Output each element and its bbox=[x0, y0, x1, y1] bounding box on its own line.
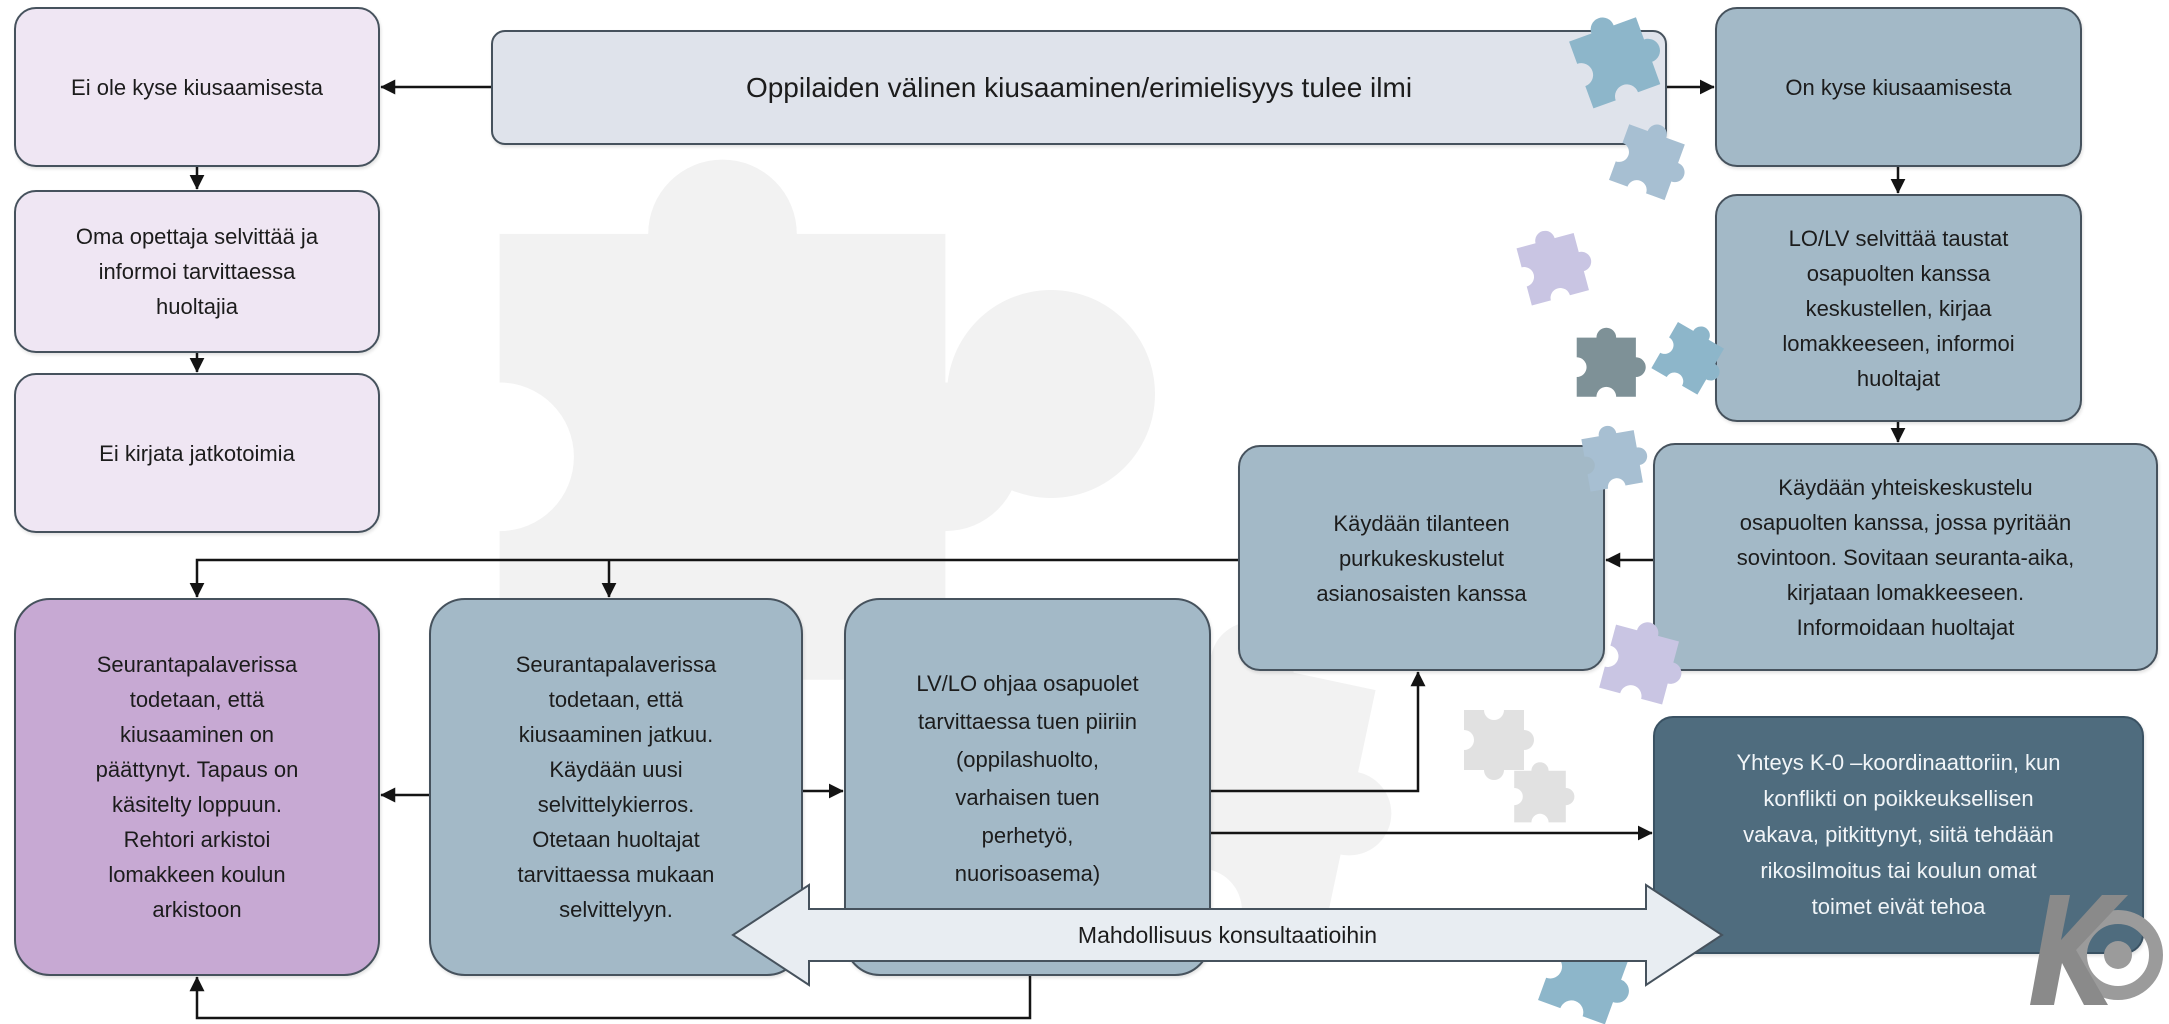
puzzle-piece-icon bbox=[1514, 762, 1575, 823]
box-text: Oma opettaja selvittää ja informoi tarvi… bbox=[75, 224, 319, 319]
box-k0-coordinator: Yhteys K-0 –koordinaattoriin, kun konfli… bbox=[1653, 716, 2144, 954]
consultation-label: Mahdollisuus konsultaatioihin bbox=[1077, 921, 1378, 948]
box-lo-lv-investigates: LO/LV selvittää taustat osapuolten kanss… bbox=[1715, 194, 2082, 422]
box-text: On kyse kiusaamisesta bbox=[1785, 74, 2012, 100]
box-joint-discussion: Käydään yhteiskeskustelu osapuolten kans… bbox=[1653, 443, 2158, 671]
box-text: Oppilaiden välinen kiusaaminen/erimielis… bbox=[745, 71, 1413, 103]
box-follow-up-ended: Seurantapalaverissa todetaan, että kiusa… bbox=[14, 598, 380, 976]
puzzle-piece-icon bbox=[1576, 327, 1646, 397]
box-text: Ei kirjata jatkotoimia bbox=[99, 440, 295, 466]
box-no-follow-up: Ei kirjata jatkotoimia bbox=[14, 373, 380, 533]
box-text: Yhteys K-0 –koordinaattoriin, kun konfli… bbox=[1736, 750, 2061, 919]
box-text: Käydään tilanteen purkukeskustelut asian… bbox=[1316, 510, 1527, 606]
box-debrief-discussions: Käydään tilanteen purkukeskustelut asian… bbox=[1238, 445, 1605, 671]
box-follow-up-continues: Seurantapalaverissa todetaan, että kiusa… bbox=[429, 598, 803, 976]
box-is-bullying: On kyse kiusaamisesta bbox=[1715, 7, 2082, 167]
box-text: LV/LO ohjaa osapuolet tarvittaessa tuen … bbox=[916, 671, 1139, 886]
box-text: Ei ole kyse kiusaamisesta bbox=[71, 74, 323, 100]
box-text: Seurantapalaverissa todetaan, että kiusa… bbox=[95, 652, 299, 922]
watermark-silhouette bbox=[947, 290, 1155, 498]
box-text: Käydään yhteiskeskustelu osapuolten kans… bbox=[1736, 474, 2075, 640]
box-text: LO/LV selvittää taustat osapuolten kanss… bbox=[1782, 225, 2015, 391]
arrow-support-to-debrief bbox=[1211, 671, 1426, 793]
box-not-bullying: Ei ole kyse kiusaamisesta bbox=[14, 7, 380, 167]
puzzle-piece-icon bbox=[1464, 710, 1534, 780]
box-teacher-investigates: Oma opettaja selvittää ja informoi tarvi… bbox=[14, 190, 380, 353]
puzzle-piece-icon bbox=[1513, 220, 1599, 306]
arrow-support-to-ended bbox=[189, 976, 1032, 1020]
box-start: Oppilaiden välinen kiusaaminen/erimielis… bbox=[491, 30, 1667, 145]
arrow-debrief-to-ended bbox=[189, 558, 1238, 598]
box-text: Seurantapalaverissa todetaan, että kiusa… bbox=[515, 652, 717, 922]
